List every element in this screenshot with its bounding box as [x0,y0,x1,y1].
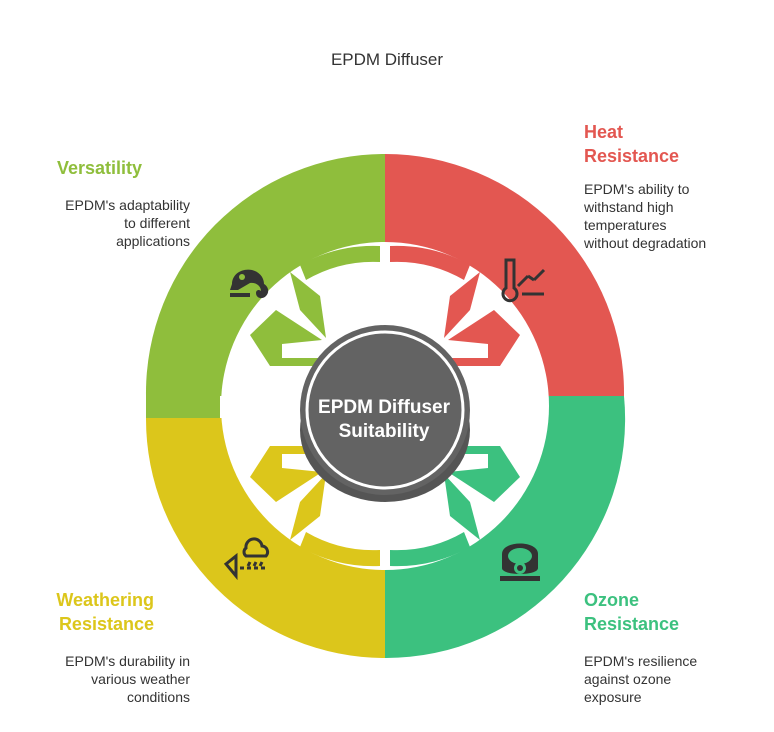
versatility-description: EPDM's adaptability to different applica… [65,197,190,249]
diagram-title: EPDM Diffuser [330,50,444,69]
ozone-description: EPDM's resilience against ozone exposure [584,653,698,705]
versatility-heading: Versatility [56,158,142,178]
arrow-versatility [250,245,380,366]
weathering-heading: Weathering Resistance [56,590,154,634]
heat-heading: Heat Resistance [584,122,680,166]
chameleon-icon [230,269,269,299]
weathering-description: EPDM's durability in various weather con… [65,653,190,705]
arrow-heat [390,245,520,366]
center-hub [300,325,470,502]
thermometer-icon [501,258,546,303]
arrow-ozone [390,446,520,567]
ozone-heading: Ozone Resistance [584,590,680,634]
gas-mask-icon [500,543,540,581]
center-label: EPDM Diffuser Suitability [318,397,450,442]
weather-icon [223,537,270,581]
heat-description: EPDM's ability to withstand high tempera… [584,181,707,251]
arrow-weathering [250,446,380,567]
